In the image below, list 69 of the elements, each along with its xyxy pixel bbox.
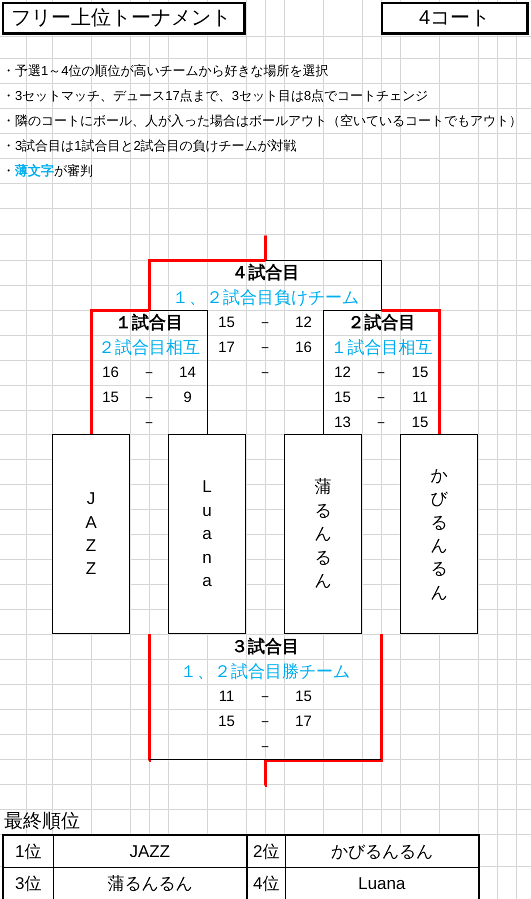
rank-cell: 2位	[247, 835, 285, 868]
team-name: Luana	[201, 476, 213, 592]
team-name: かびるんるん	[430, 464, 448, 604]
score: 17	[295, 712, 312, 730]
bracket-line	[264, 760, 267, 787]
score: 11	[412, 388, 428, 406]
team-box	[168, 434, 246, 634]
score-separator: －	[258, 314, 272, 332]
bracket-line	[323, 310, 382, 434]
title-text: フリー上位トーナメント	[11, 6, 231, 30]
score: 16	[102, 364, 119, 382]
score: 15	[412, 364, 428, 382]
score: 15	[295, 688, 312, 706]
score: 13	[334, 414, 351, 432]
score: 17	[218, 338, 235, 356]
score-separator: －	[374, 364, 388, 382]
bracket-line	[264, 234, 267, 260]
team-box	[400, 434, 478, 634]
score: 12	[295, 314, 312, 332]
score: 11	[218, 688, 234, 706]
score-separator: －	[258, 738, 272, 756]
score: 9	[183, 388, 192, 406]
score: 12	[334, 364, 351, 382]
score-separator: －	[258, 364, 272, 382]
score: 15	[218, 314, 235, 332]
match-title: ３試合目	[231, 636, 299, 656]
bracket-line	[90, 309, 149, 434]
score: 16	[295, 338, 312, 356]
score: 15	[102, 388, 119, 406]
referee-text: １、２試合目負けチーム	[172, 288, 359, 308]
match-title: １試合目	[115, 312, 183, 332]
note-text: ・予選1～4位の順位が高いチームから好きな場所を選択	[2, 62, 328, 78]
bracket-line	[265, 634, 383, 762]
section-heading: 最終順位	[4, 812, 80, 833]
court-box	[381, 2, 529, 35]
score-separator: －	[258, 338, 272, 356]
bracket-line	[148, 634, 151, 762]
match-title: ２試合目	[348, 312, 416, 332]
referee-text: ２試合目相互	[98, 338, 200, 358]
score-separator: －	[142, 388, 156, 406]
title-box	[2, 2, 246, 35]
team-box	[52, 434, 130, 634]
note-text: ・3試合目は1試合目と2試合目の負けチームが対戦	[2, 138, 297, 154]
team-cell: JAZZ	[53, 835, 247, 868]
match-title: ４試合目	[232, 262, 300, 282]
score-separator: －	[142, 414, 156, 432]
bracket-line	[265, 260, 382, 310]
bracket-line	[148, 310, 208, 434]
referee-text: １試合目相互	[330, 338, 432, 358]
score: 15	[412, 414, 428, 432]
score-separator: －	[258, 712, 272, 730]
bracket-line	[382, 309, 441, 434]
score-separator: －	[374, 414, 388, 432]
team-name: 蒲るんるん	[314, 476, 332, 592]
score: 15	[218, 712, 235, 730]
score: 14	[179, 364, 196, 382]
referee-text: １、２試合目勝チーム	[180, 662, 350, 682]
score-separator: －	[374, 388, 388, 406]
rank-cell: 1位	[3, 835, 53, 868]
team-box	[284, 434, 362, 634]
bracket-line	[148, 259, 266, 310]
score-separator: －	[258, 688, 272, 706]
score-separator: －	[142, 364, 156, 382]
note-text: ・隣のコートにボール、人が入った場合はボールアウト（空いているコートでもアウト）	[2, 112, 522, 128]
score: 15	[334, 388, 351, 406]
court-label: 4コート	[418, 6, 490, 30]
note-text: ・薄文字が審判	[2, 162, 93, 178]
team-name: JAZZ	[84, 488, 98, 580]
note-text: ・3セットマッチ、デュース17点まで、3セット目は8点でコートチェンジ	[2, 88, 428, 104]
